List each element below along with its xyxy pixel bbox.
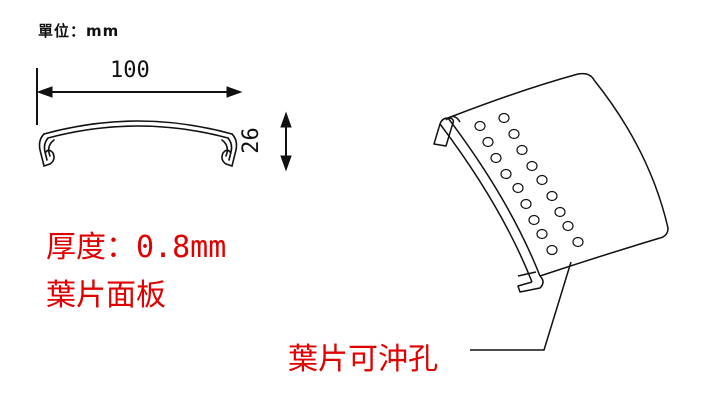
blade-bottom-edge [539,237,661,277]
perforation-hole [526,160,538,172]
unit-label: 單位：mm [38,22,120,40]
blade-bottom-hook-lip [517,271,537,277]
thickness-note: 厚度：0.8mm [46,230,227,265]
width-arrow-left [36,86,53,98]
width-arrow-right [226,86,243,98]
perforation-holes [474,112,584,256]
width-dimension-value: 100 [110,58,150,83]
perforation-hole [490,152,502,164]
perforation-hole [536,174,548,186]
profile-arc-inner [47,125,229,139]
height-arrow-bottom [280,155,292,172]
perforation-hole [508,128,520,140]
blade-profile [38,120,238,168]
panel-name-note: 葉片面板 [46,278,166,313]
perforation-note: 葉片可沖孔 [288,342,438,377]
profile-hook-left [38,133,51,168]
width-dimension [36,68,243,125]
perforation-hole [536,228,548,240]
blade-top-hook-curl [445,115,461,123]
profile-arc-outer [43,120,233,135]
profile-hook-right [225,133,238,168]
perforation-hole [498,112,510,124]
perforation-hole [482,136,494,148]
perforation-hole [562,220,574,232]
perforation-hole [516,144,528,156]
blade-top-edge [447,72,595,119]
blade-right-edge [593,79,669,239]
profile-inner-lip-right [221,139,229,157]
perforation-hole [546,190,558,202]
perforation-hole [546,244,558,256]
height-dimension [280,111,292,172]
blade-bottom-hook [517,275,544,293]
perforation-hole [554,206,566,218]
perforation-hole [512,182,524,194]
perforation-hole [572,236,584,248]
blade-left-edge [447,117,541,277]
profile-curl-left [45,149,55,165]
perforation-hole [500,168,512,180]
blade-isometric [433,72,669,293]
height-dimension-value: 26 [238,127,264,154]
blade-left-lip [439,123,533,283]
profile-inner-lip-left [47,139,55,157]
profile-curl-right [221,149,231,165]
perforation-hole [474,120,486,132]
perforation-hole [528,214,540,226]
height-arrow-top [280,111,292,128]
perforation-hole [520,198,532,210]
perforation-leader-line [470,261,572,351]
